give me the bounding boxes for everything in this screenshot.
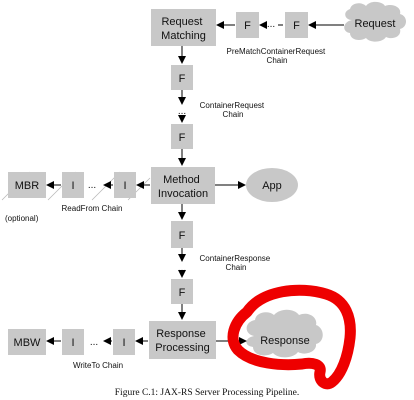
read-chain-ellipsis: ... xyxy=(88,180,96,191)
request-matching-label-1: Request xyxy=(161,16,202,28)
svg-text:F: F xyxy=(293,20,300,32)
svg-text:I: I xyxy=(71,337,74,349)
request-filter-1: F xyxy=(171,65,193,90)
mbr-node: MBR xyxy=(8,172,46,198)
method-invocation-label-2: Invocation xyxy=(158,188,208,200)
app-ellipse: App xyxy=(246,168,298,202)
mbw-node: MBW xyxy=(8,329,46,355)
container-response-label-2: Chain xyxy=(226,263,247,272)
container-response-label-1: ContainerResponse xyxy=(200,254,271,263)
write-to-chain-label: WriteTo Chain xyxy=(73,361,123,370)
svg-text:F: F xyxy=(179,230,186,242)
request-label: Request xyxy=(355,18,396,30)
method-invocation-label-1: Method xyxy=(163,174,200,186)
svg-text:ContainerRequest Chain: ContainerRequest Chain xyxy=(200,101,267,119)
write-interceptor-2: I xyxy=(113,329,135,355)
prematch-filter-2: F xyxy=(285,12,308,38)
svg-text:F: F xyxy=(179,73,186,85)
red-highlight-circle xyxy=(227,284,356,390)
response-filter-2: F xyxy=(171,279,193,304)
svg-text:F: F xyxy=(179,287,186,299)
svg-text:Request Matching: Request Matching xyxy=(161,16,206,42)
method-invocation-node: Method Invocation xyxy=(151,167,215,204)
svg-text:I: I xyxy=(123,180,126,192)
prematch-filter-1: F xyxy=(236,12,259,38)
mbw-label: MBW xyxy=(14,337,42,349)
request-matching-node: Request Matching xyxy=(151,9,216,46)
response-processing-label-2: Processing xyxy=(155,342,209,354)
svg-text:I: I xyxy=(71,180,74,192)
mbr-label: MBR xyxy=(15,180,40,192)
response-processing-node: Response Processing xyxy=(149,321,216,359)
request-cloud: Request xyxy=(344,1,406,42)
response-chain-ellipsis: ... xyxy=(178,263,186,274)
request-chain-ellipsis: ... xyxy=(178,106,186,117)
svg-text:ContainerResponse Chain: ContainerResponse Chain xyxy=(200,254,273,272)
request-filter-2: F xyxy=(171,124,193,149)
prematch-ellipsis: ... xyxy=(267,19,275,30)
read-interceptor-1: I xyxy=(62,172,84,198)
svg-text:F: F xyxy=(244,20,251,32)
container-request-chain-label: ContainerRequest Chain xyxy=(200,101,267,119)
svg-text:PreMatchContainerRequest: PreMatchContainerRequest Chain xyxy=(227,47,328,65)
prematch-label-1: PreMatchContainerRequest xyxy=(227,47,326,56)
prematch-chain-label: PreMatchContainerRequest Chain xyxy=(227,47,328,65)
svg-text:I: I xyxy=(122,337,125,349)
response-cloud: Response xyxy=(246,309,323,358)
svg-text:F: F xyxy=(179,132,186,144)
container-request-label-1: ContainerRequest xyxy=(200,101,265,110)
response-filter-1: F xyxy=(171,221,193,248)
figure-caption: Figure C.1: JAX-RS Server Processing Pip… xyxy=(115,388,299,398)
svg-text:Response Processing: Response Processing xyxy=(155,328,209,354)
write-chain-ellipsis: ... xyxy=(90,337,98,348)
optional-label: (optional) xyxy=(5,214,39,223)
response-label: Response xyxy=(260,335,310,347)
container-request-label-2: Chain xyxy=(223,110,244,119)
svg-text:Method Invocation: Method Invocation xyxy=(158,174,208,200)
container-response-chain-label: ContainerResponse Chain xyxy=(200,254,273,272)
response-processing-label-1: Response xyxy=(156,328,206,340)
write-interceptor-1: I xyxy=(62,329,84,355)
prematch-label-2: Chain xyxy=(267,56,288,65)
app-label: App xyxy=(262,180,282,192)
request-matching-label-2: Matching xyxy=(161,30,206,42)
read-interceptor-2: I xyxy=(114,172,136,198)
read-from-chain-label: ReadFrom Chain xyxy=(62,204,123,213)
